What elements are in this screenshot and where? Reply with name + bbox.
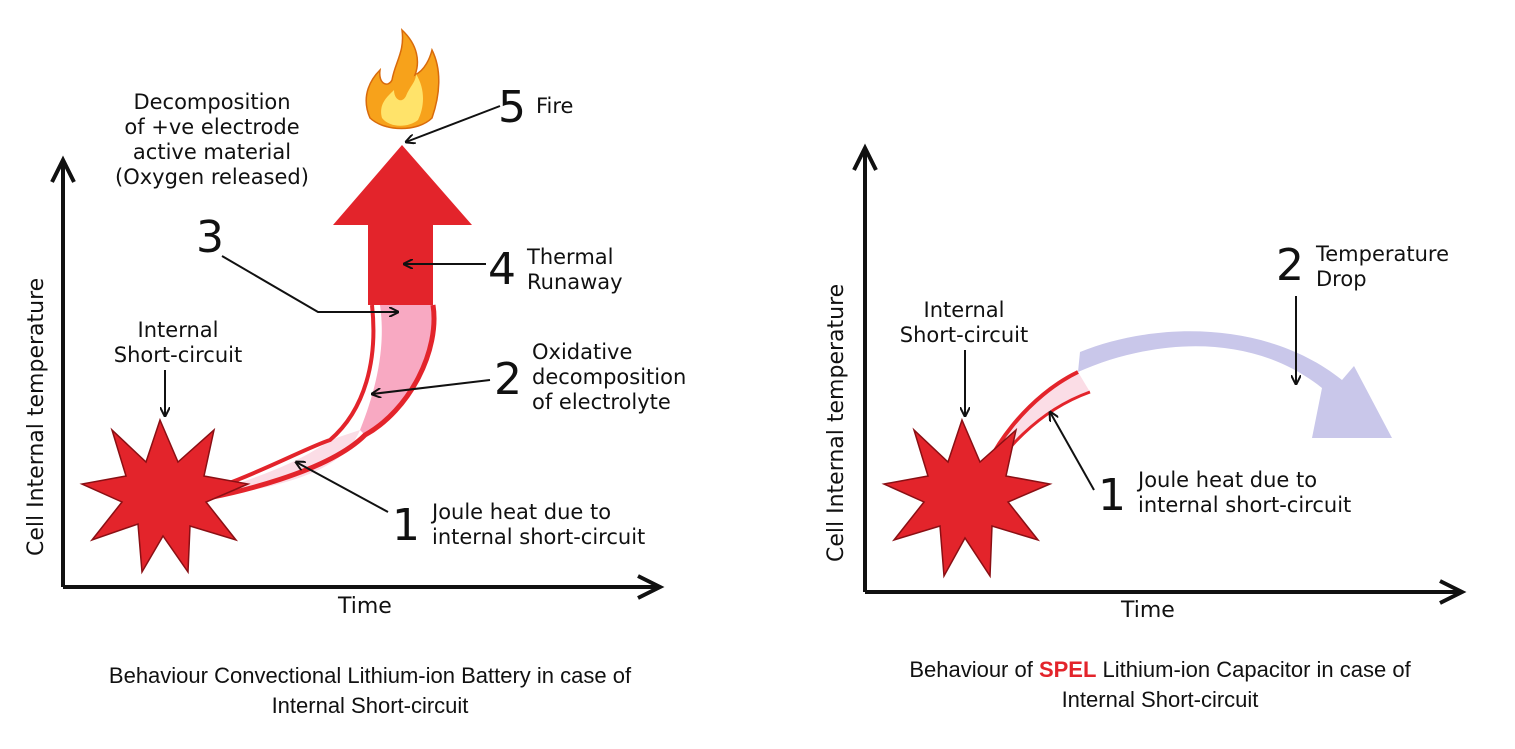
right-pointers <box>965 296 1296 491</box>
step4-number: 4 <box>488 244 516 295</box>
step1-text: Joule heat due to internal short-circuit <box>432 500 646 549</box>
y-axis-label: Cell Internal temperature <box>24 277 49 556</box>
x-axis-label: Time <box>1121 598 1175 623</box>
y-axis-label: Cell Internal temperature <box>824 283 849 562</box>
step1-number: 1 <box>392 500 420 551</box>
step2-number: 2 <box>1276 240 1304 291</box>
step3-text: Decomposition of +ve electrode active ma… <box>115 90 309 189</box>
step1-text: Joule heat due to internal short-circuit <box>1138 468 1352 517</box>
internal-short-circuit-label: Internal Short-circuit <box>113 318 243 367</box>
x-axis-label: Time <box>338 594 392 619</box>
spel-brand: SPEL <box>1038 657 1097 682</box>
starburst-icon <box>881 417 1053 579</box>
temperature-drop-arrow <box>1078 331 1392 438</box>
left-pointers <box>165 105 501 513</box>
step5-number: 5 <box>498 82 526 133</box>
step4-text: Thermal Runaway <box>527 245 623 294</box>
left-caption: Behaviour Convectional Lithium-ion Batte… <box>108 663 632 718</box>
step3-number: 3 <box>196 212 224 263</box>
arrow-up-icon <box>333 145 472 305</box>
internal-short-circuit-label: Internal Short-circuit <box>899 298 1029 347</box>
step1-number: 1 <box>1098 470 1126 521</box>
step2-text: Oxidative decomposition of electrolyte <box>532 340 687 414</box>
step2-number: 2 <box>494 354 522 405</box>
step5-text: Fire <box>536 94 574 118</box>
left-axes <box>50 155 665 600</box>
right-caption: Behaviour of SPEL Lithium-ion Capacitor … <box>909 657 1411 712</box>
step2-text: Temperature Drop <box>1316 242 1450 291</box>
flame-icon <box>365 28 440 130</box>
right-axes <box>852 143 1467 605</box>
starburst-icon <box>79 417 251 575</box>
